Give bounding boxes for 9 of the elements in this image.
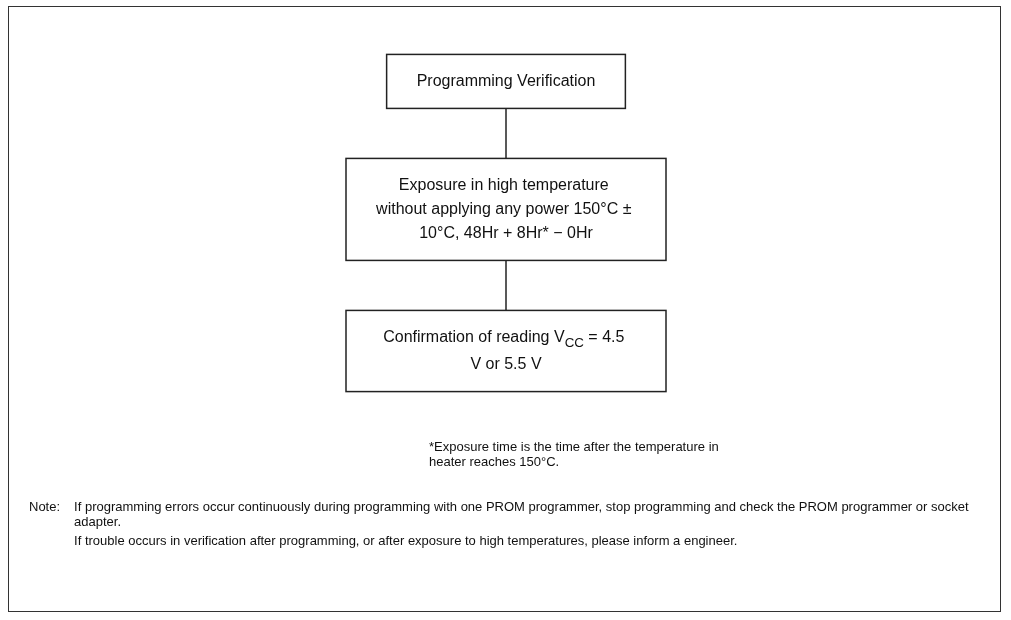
note-label: Note: <box>29 499 61 514</box>
connector <box>504 107 507 160</box>
connector <box>504 259 507 312</box>
note-text: If trouble occurs in verification after programming, or after exposure to high temperatures, please inform a engineer. <box>74 533 739 548</box>
node-box: Exposure in high temperature without applying any power 150°C ± 10°C, 48Hr + 8Hr* − 0Hr <box>344 157 667 262</box>
node-box: Programming Verification <box>385 53 626 110</box>
node-box: Confirmation of reading V$_{CC}$ = 4.5 V or 5.5 V <box>344 309 667 393</box>
footnote: *Exposure time is the time after the temperature in heater reaches 150°C. <box>429 439 720 469</box>
note-text: If programming errors occur continuously during programming with one PROM programmer, stop programming and check the PROM programmer or socket adapter. <box>74 499 970 529</box>
